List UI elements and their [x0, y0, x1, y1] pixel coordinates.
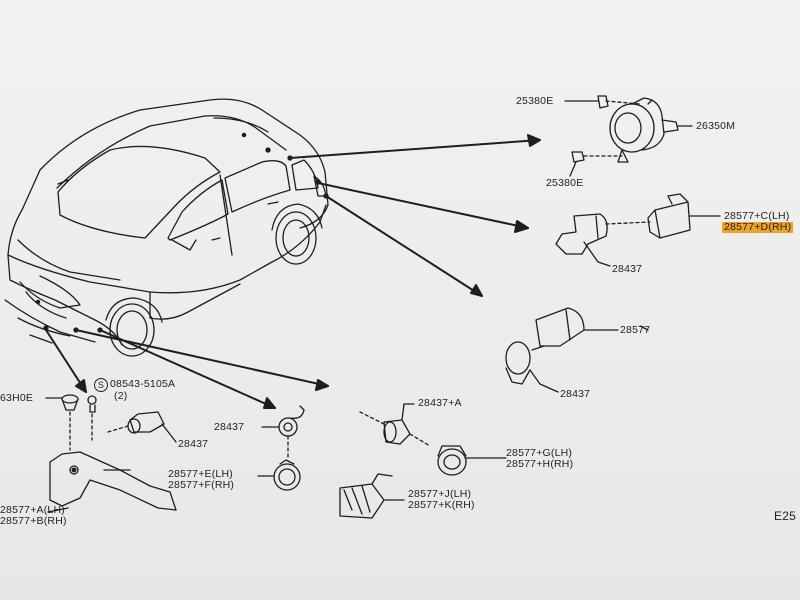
front-bracket-assembly [45, 394, 177, 513]
label-28437-bracket: 28437 [178, 438, 209, 450]
label-25380e-top: 25380E [516, 95, 554, 107]
label-63h0e: 63H0E [0, 392, 34, 404]
label-28437-left: 28437 [214, 421, 245, 433]
label-26350m: 26350M [696, 120, 736, 132]
label-28437-a: 28437+A [418, 397, 462, 409]
label-28577-h: 28577+H(RH) [506, 458, 574, 470]
label-25380e-bottom: 25380E [546, 177, 584, 189]
label-28577-j: 28577+J(LH) [408, 488, 472, 500]
buzzer-assembly [564, 95, 693, 177]
label-28577: 28577 [620, 324, 651, 336]
label-28437-upper: 28437 [612, 263, 643, 275]
label-28577-e: 28577+E(LH) [168, 468, 233, 480]
front-side-sensor [339, 403, 507, 519]
sheet-id: E25 [774, 509, 796, 523]
arrow-to-rear-sensor [317, 182, 529, 229]
label-28577-g: 28577+G(LH) [506, 447, 573, 459]
label-28577-k: 28577+K(RH) [408, 499, 475, 511]
label-28577-b: 28577+B(RH) [0, 515, 67, 527]
label-28577-c: 28577+C(LH) [724, 210, 790, 222]
label-bolt-qty: (2) [114, 390, 128, 402]
bolt-symbol: S [94, 378, 108, 392]
rear-sensor-with-holder [555, 193, 721, 267]
arrow-to-corner-sensor [325, 195, 483, 297]
arrow-to-front-side-sensor [75, 329, 329, 387]
arrow-to-front-center-sensor [99, 329, 276, 409]
arrow-to-bracket [45, 329, 87, 393]
label-28577-d-highlighted: 28577+D(RH) [722, 221, 794, 233]
label-28437-mid: 28437 [560, 388, 591, 400]
label-28577-f: 28577+F(RH) [168, 479, 235, 491]
leader-arrows [45, 134, 541, 409]
front-center-sensor [257, 405, 305, 491]
vehicle-outline [4, 98, 329, 357]
corner-sensor [505, 307, 649, 393]
label-bolt-spec: 08543-5105A [110, 378, 176, 390]
arrow-to-speaker [289, 139, 541, 159]
label-28577-a: 28577+A(LH) [0, 504, 65, 516]
